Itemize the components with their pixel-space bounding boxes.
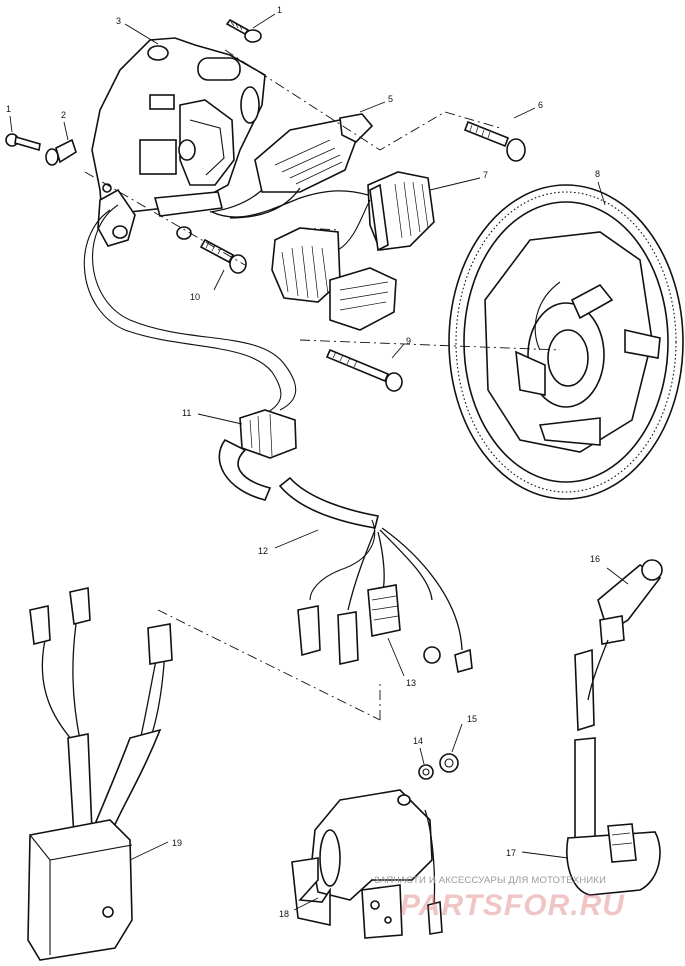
callout-19: 19	[172, 838, 182, 848]
callout-1-top: 1	[277, 5, 282, 15]
bolt-6	[463, 120, 526, 162]
callout-16: 16	[590, 554, 600, 564]
harness-conduit	[218, 438, 473, 674]
callout-2: 2	[61, 110, 66, 120]
grommet	[176, 226, 192, 240]
watermark-tagline: ЗАПЧАСТИ И АКСЕССУАРЫ ДЛЯ МОТОТЕХНИКИ	[374, 875, 606, 886]
callout-13: 13	[406, 678, 416, 688]
cdi-box	[27, 587, 381, 961]
callout-14: 14	[413, 736, 423, 746]
charge-coil-lower	[271, 199, 397, 331]
bolt-10	[199, 238, 247, 274]
callout-1-left: 1	[6, 104, 11, 114]
stator-plate	[91, 37, 266, 247]
callout-6: 6	[538, 100, 543, 110]
washer	[45, 138, 77, 166]
pulser-coil	[209, 113, 374, 219]
callout-15: 15	[467, 714, 477, 724]
callout-8: 8	[595, 169, 600, 179]
nut-15	[439, 753, 459, 773]
harness-grommet	[239, 409, 297, 459]
watermark-brand: PARTSFOR.RU	[400, 889, 625, 922]
callout-labels: 1 1 2 3 5 6 7 8 9 10 11 12 13 14 15 16 1…	[6, 5, 600, 919]
callout-10: 10	[190, 292, 200, 302]
bolt-top	[225, 18, 262, 43]
watermark: ЗАПЧАСТИ И АКСЕССУАРЫ ДЛЯ МОТОТЕХНИКИ PA…	[374, 875, 625, 922]
bolt-9	[325, 348, 403, 392]
callout-12: 12	[258, 546, 268, 556]
nut-14	[418, 764, 434, 780]
wiring-harness	[83, 190, 369, 413]
charge-coil-upper	[367, 171, 435, 252]
callout-9: 9	[406, 336, 411, 346]
callout-7: 7	[483, 170, 488, 180]
callout-3: 3	[116, 16, 121, 26]
ignition-coil	[566, 737, 661, 896]
callout-5: 5	[388, 94, 393, 104]
callout-11: 11	[182, 408, 191, 418]
spark-plug-cap	[574, 559, 663, 732]
starter-solenoid	[291, 789, 443, 939]
leader-lines	[9, 13, 629, 911]
callout-18: 18	[279, 909, 289, 919]
bolt-left	[5, 133, 41, 152]
flywheel	[448, 184, 684, 500]
callout-17: 17	[506, 848, 516, 858]
